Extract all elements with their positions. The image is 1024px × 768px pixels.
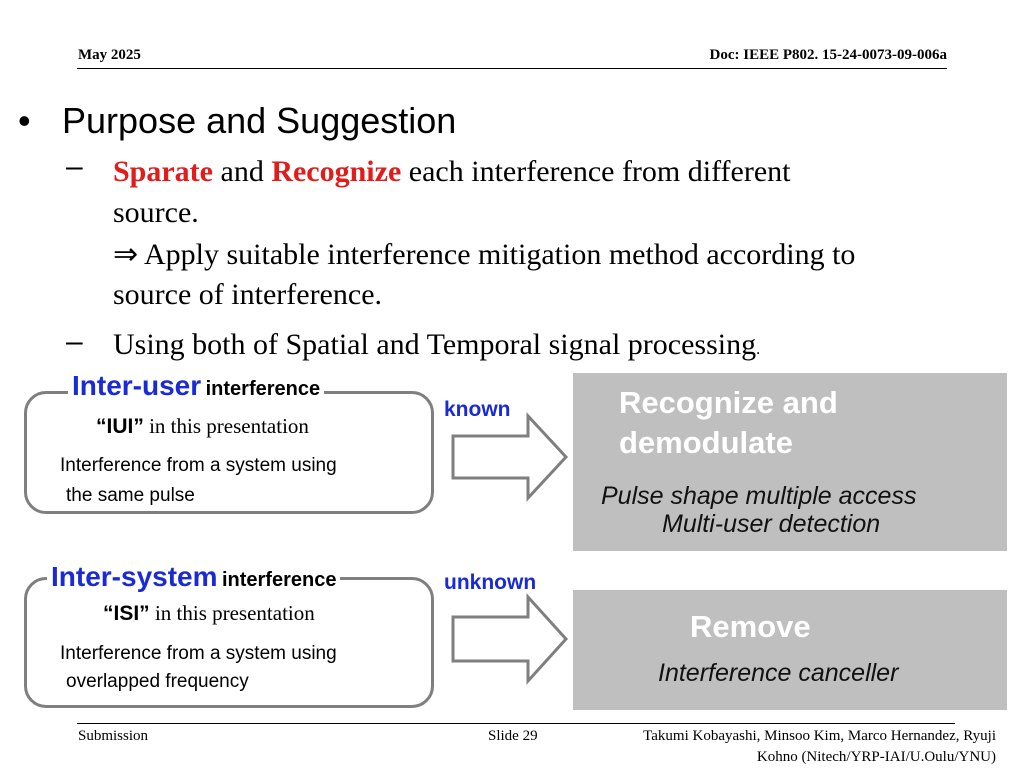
sub-bullet-1-line-1: Sparate and Recognize each interference …: [113, 155, 791, 188]
sub-bullet-2: Using both of Spatial and Temporal signa…: [113, 328, 761, 361]
recognize-heading-1: Recognize and: [619, 385, 838, 420]
sub-bullet-1-line-2: source.: [113, 196, 199, 229]
footer-authors-1: Takumi Kobayashi, Minsoo Kim, Marco Hern…: [643, 728, 996, 744]
inter-user-desc-2: the same pulse: [66, 485, 195, 506]
bullet-marker: •: [18, 100, 31, 141]
recognize-heading-2: demodulate: [619, 425, 793, 460]
recognize-method-2: Multi-user detection: [662, 510, 881, 538]
right-arrow-icon: [451, 593, 569, 685]
inter-system-desc-2: overlapped frequency: [66, 671, 249, 692]
inter-user-title: Inter-user interference: [68, 370, 325, 402]
header-rule: [77, 68, 947, 69]
recognize-panel: [573, 373, 1007, 551]
keyword-separate: Sparate: [113, 155, 213, 188]
sub-bullet-1-line-4: source of interference.: [113, 278, 383, 311]
dash-marker-2: –: [66, 325, 83, 358]
recognize-method-1: Pulse shape multiple access: [601, 482, 917, 510]
footer-submission: Submission: [78, 728, 149, 744]
header-doc-id: Doc: IEEE P802. 15-24-0073-09-006a: [709, 47, 947, 63]
known-label: known: [444, 398, 511, 421]
sub-bullet-1-line-3: ⇒ Apply suitable interference mitigation…: [113, 238, 856, 271]
unknown-label: unknown: [444, 571, 537, 594]
remove-panel: [573, 590, 1007, 710]
remove-method: Interference canceller: [658, 659, 899, 687]
inter-system-abbreviation: “ISI” in this presentation: [103, 601, 315, 625]
inter-user-desc-1: Interference from a system using: [60, 455, 337, 476]
keyword-recognize: Recognize: [271, 155, 402, 188]
slide-heading: Purpose and Suggestion: [62, 100, 457, 141]
inter-system-box: [24, 577, 434, 708]
footer-slide-number: Slide 29: [488, 728, 538, 744]
inter-system-title: Inter-system interference: [47, 561, 341, 593]
footer-rule: [77, 723, 955, 724]
footer-authors-2: Kohno (Nitech/YRP-IAI/U.Oulu/YNU): [756, 749, 996, 765]
inter-system-desc-1: Interference from a system using: [60, 643, 337, 664]
inter-user-abbreviation: “IUI” in this presentation: [96, 414, 309, 438]
header-date: May 2025: [78, 47, 141, 63]
right-arrow-icon: [451, 412, 569, 502]
remove-heading: Remove: [690, 609, 811, 644]
dash-marker-1: –: [66, 150, 83, 183]
